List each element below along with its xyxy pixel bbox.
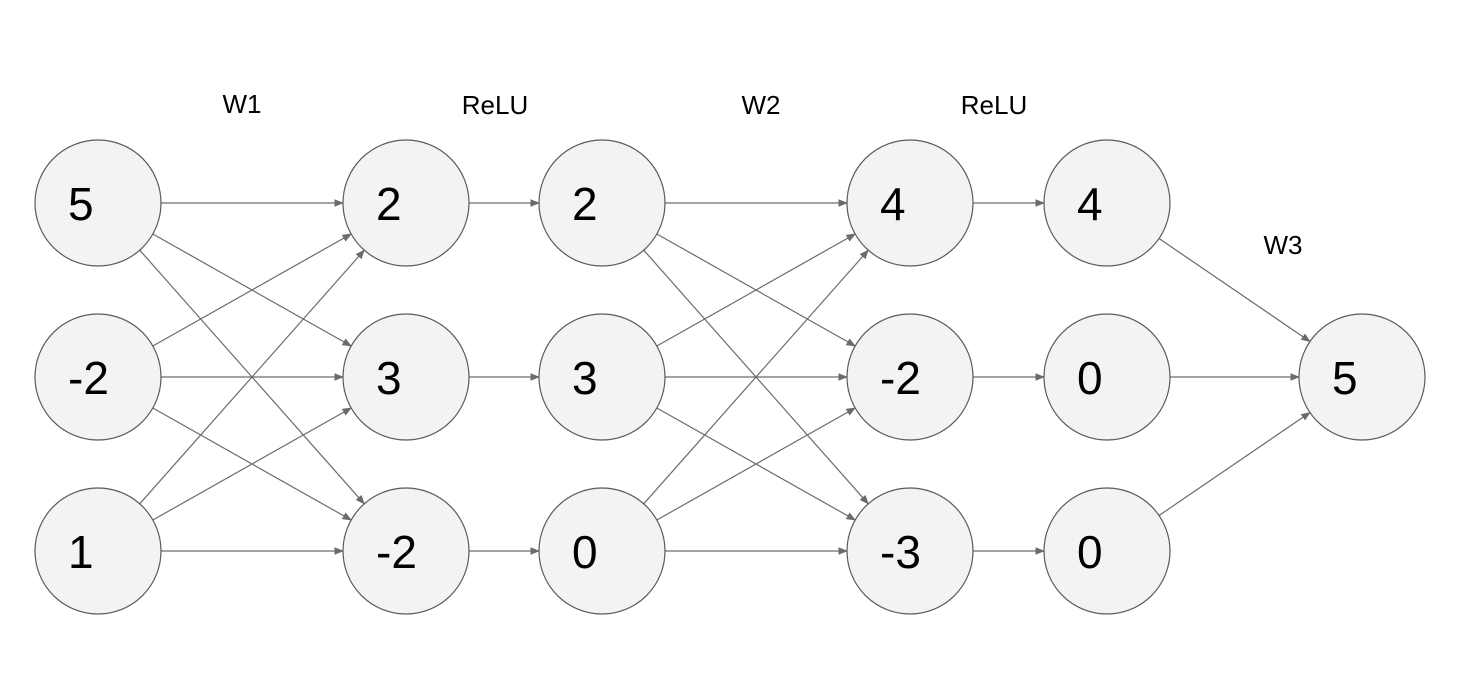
node-circle — [538, 139, 666, 267]
node-circle — [342, 313, 470, 441]
edge-l4n2-l5n0 — [1158, 411, 1311, 516]
node-circle — [846, 487, 974, 615]
node-circle — [538, 313, 666, 441]
node-l2-n1: 3 — [538, 313, 666, 441]
node-l2-n2: 0 — [538, 487, 666, 615]
node-l1-n2: -2 — [342, 487, 470, 615]
edge-l2n1-l3n0 — [656, 233, 856, 347]
edge-l2n2-l3n0 — [643, 249, 869, 505]
node-l3-n2: -3 — [846, 487, 974, 615]
node-value: 0 — [572, 526, 598, 578]
node-l0-n2: 1 — [34, 487, 162, 615]
relu-label-2: ReLU — [961, 90, 1027, 120]
node-circle — [342, 487, 470, 615]
w3-label: W3 — [1264, 230, 1303, 260]
connection-edges — [139, 199, 1311, 555]
node-l4-n2: 0 — [1043, 487, 1171, 615]
edge-l0n2-l1n1 — [152, 407, 352, 521]
node-circle — [846, 139, 974, 267]
node-circle — [34, 313, 162, 441]
node-circle — [846, 313, 974, 441]
node-value: 2 — [376, 178, 402, 230]
w1-label: W1 — [223, 89, 262, 119]
node-l2-n0: 2 — [538, 139, 666, 267]
edge-l0n1-l1n0 — [152, 233, 352, 347]
node-circle — [342, 139, 470, 267]
node-value: 0 — [1077, 526, 1103, 578]
node-l3-n1: -2 — [846, 313, 974, 441]
relu-label-1: ReLU — [462, 90, 528, 120]
node-l4-n0: 4 — [1043, 139, 1171, 267]
edge-l0n2-l1n0 — [139, 249, 365, 505]
node-circle — [1043, 487, 1171, 615]
node-circle — [34, 487, 162, 615]
node-value: 0 — [1077, 352, 1103, 404]
node-l4-n1: 0 — [1043, 313, 1171, 441]
node-value: 5 — [68, 178, 94, 230]
node-circle — [34, 139, 162, 267]
node-value: 3 — [572, 352, 598, 404]
node-value: 2 — [572, 178, 598, 230]
w2-label: W2 — [742, 90, 781, 120]
node-l1-n0: 2 — [342, 139, 470, 267]
node-circle — [1298, 313, 1426, 441]
node-l5-n0: 5 — [1298, 313, 1426, 441]
node-value: 3 — [376, 352, 402, 404]
node-circle — [538, 487, 666, 615]
node-circle — [1043, 313, 1171, 441]
node-value: 4 — [880, 178, 906, 230]
node-l1-n1: 3 — [342, 313, 470, 441]
node-value: -2 — [880, 352, 921, 404]
node-value: -3 — [880, 526, 921, 578]
node-value: 5 — [1332, 352, 1358, 404]
node-l3-n0: 4 — [846, 139, 974, 267]
node-l0-n1: -2 — [34, 313, 162, 441]
edge-l4n0-l5n0 — [1158, 238, 1311, 343]
node-value: -2 — [68, 352, 109, 404]
node-value: 4 — [1077, 178, 1103, 230]
node-l0-n0: 5 — [34, 139, 162, 267]
network-nodes: 5 -2 1 2 3 -2 2 3 0 4 -2 -3 4 0 0 5 — [34, 139, 1426, 615]
node-circle — [1043, 139, 1171, 267]
node-value: -2 — [376, 526, 417, 578]
edge-l2n2-l3n1 — [656, 407, 856, 521]
layer-labels: W1 ReLU W2 ReLU W3 — [223, 89, 1303, 260]
node-value: 1 — [68, 526, 94, 578]
